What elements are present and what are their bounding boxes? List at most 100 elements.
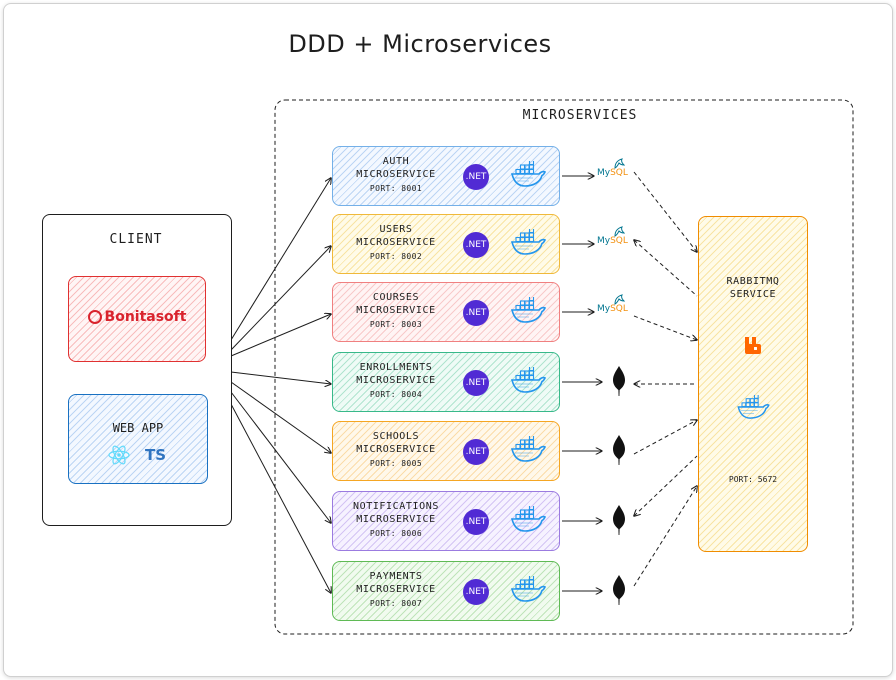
mysql-dolphin-icon xyxy=(614,158,625,169)
service-port: PORT: 8002 xyxy=(369,252,423,261)
rabbit-arrow xyxy=(633,486,697,587)
mongodb-icon xyxy=(613,575,625,605)
typescript-icon: TS xyxy=(145,446,167,464)
rabbitmq-service-box: RABBITMQ SERVICE PORT: 5672 xyxy=(698,216,808,552)
dotnet-icon: .NET xyxy=(463,300,489,326)
client-arrow xyxy=(230,381,331,453)
client-arrow xyxy=(230,178,331,341)
docker-icon xyxy=(510,504,547,536)
service-box-schools: SCHOOLS MICROSERVICE PORT: 8005 .NET xyxy=(332,421,560,481)
db-arrows xyxy=(562,176,602,591)
mysql-text-sql: SQL xyxy=(610,236,628,246)
dotnet-icon: .NET xyxy=(463,579,489,605)
rabbitmq-label-line1: RABBITMQ xyxy=(726,276,780,287)
page-title: DDD + Microservices xyxy=(288,30,552,58)
service-name: NOTIFICATIONS MICROSERVICE PORT: 8006 xyxy=(337,500,455,540)
dotnet-icon: .NET xyxy=(463,509,489,535)
service-name-line2: MICROSERVICE xyxy=(356,514,436,525)
rabbit-arrow xyxy=(633,171,697,252)
service-name: USERS MICROSERVICE PORT: 8002 xyxy=(337,223,455,263)
rabbitmq-docker-icon xyxy=(737,394,771,423)
rabbit-arrow xyxy=(634,240,698,297)
mysql-icon: MySQL xyxy=(597,226,628,246)
bonitasoft-box: Bonitasoft xyxy=(68,276,206,362)
mysql-text-sql: SQL xyxy=(610,304,628,314)
service-name-line2: MICROSERVICE xyxy=(356,584,436,595)
service-name-line1: USERS xyxy=(379,224,413,235)
microservices-boundary xyxy=(274,99,854,635)
docker-icon xyxy=(510,365,547,397)
rabbitmq-port: PORT: 5672 xyxy=(728,475,778,484)
service-port: PORT: 8005 xyxy=(369,459,423,468)
rabbitmq-label-line2: SERVICE xyxy=(729,289,777,300)
service-name: SCHOOLS MICROSERVICE PORT: 8005 xyxy=(337,430,455,470)
mongodb-icon xyxy=(613,435,625,465)
rabbit-arrow xyxy=(634,455,698,516)
bonitasoft-logo: Bonitasoft xyxy=(69,309,205,325)
service-box-enrollments: ENROLLMENTS MICROSERVICE PORT: 8004 .NET xyxy=(332,352,560,412)
docker-icon xyxy=(510,227,547,259)
bonitasoft-icon xyxy=(87,310,102,324)
dotnet-icon: .NET xyxy=(463,439,489,465)
service-name-line2: MICROSERVICE xyxy=(356,375,436,386)
service-name-line1: ENROLLMENTS xyxy=(359,362,433,373)
mysql-icon: MySQL xyxy=(597,158,628,178)
dotnet-icon: .NET xyxy=(463,232,489,258)
service-port: PORT: 8001 xyxy=(369,184,423,193)
mysql-text-my: My xyxy=(597,304,611,314)
service-name: ENROLLMENTS MICROSERVICE PORT: 8004 xyxy=(337,361,455,401)
service-box-notifications: NOTIFICATIONS MICROSERVICE PORT: 8006 .NET xyxy=(332,491,560,551)
docker-icon xyxy=(510,434,547,466)
mongodb-icon xyxy=(613,366,625,396)
rabbitmq-label: RABBITMQ SERVICE xyxy=(699,275,807,301)
rabbitmq-icon xyxy=(745,337,761,354)
mysql-text-my: My xyxy=(597,236,611,246)
rabbit-arrow xyxy=(633,420,697,455)
webapp-label: WEB APP xyxy=(112,421,164,435)
service-box-auth: AUTH MICROSERVICE PORT: 8001 .NET xyxy=(332,146,560,206)
service-name-line1: PAYMENTS xyxy=(369,571,423,582)
service-name-line1: SCHOOLS xyxy=(372,431,420,442)
service-name-line2: MICROSERVICE xyxy=(356,237,436,248)
mysql-dolphin-icon xyxy=(614,294,625,305)
dotnet-icon: .NET xyxy=(463,164,489,190)
bonitasoft-text: Bonitasoft xyxy=(104,309,187,325)
service-port: PORT: 8006 xyxy=(369,529,423,538)
rabbit-arrows xyxy=(633,171,698,587)
service-name-line2: MICROSERVICE xyxy=(356,169,436,180)
service-name-line1: NOTIFICATIONS xyxy=(352,501,440,512)
service-box-courses: COURSES MICROSERVICE PORT: 8003 .NET xyxy=(332,282,560,342)
client-arrow xyxy=(230,403,331,593)
webapp-box: WEB APP TS xyxy=(68,394,208,484)
docker-icon xyxy=(510,295,547,327)
client-label: CLIENT xyxy=(109,232,163,247)
rabbit-arrow xyxy=(633,315,697,340)
service-name: AUTH MICROSERVICE PORT: 8001 xyxy=(337,155,455,195)
docker-icon xyxy=(510,574,547,606)
client-arrows xyxy=(230,178,331,593)
service-name-line2: MICROSERVICE xyxy=(356,305,436,316)
service-name-line1: COURSES xyxy=(372,292,420,303)
client-arrow xyxy=(230,314,331,357)
mysql-dolphin-icon xyxy=(614,226,625,237)
service-name: COURSES MICROSERVICE PORT: 8003 xyxy=(337,291,455,331)
service-port: PORT: 8003 xyxy=(369,320,423,329)
mysql-icon: MySQL xyxy=(597,294,628,314)
service-box-users: USERS MICROSERVICE PORT: 8002 .NET xyxy=(332,214,560,274)
service-name-line2: MICROSERVICE xyxy=(356,444,436,455)
docker-icon xyxy=(510,159,547,191)
mongodb-icon xyxy=(613,505,625,535)
service-port: PORT: 8004 xyxy=(369,390,423,399)
client-arrow xyxy=(230,371,331,384)
service-name-line1: AUTH xyxy=(382,156,410,167)
client-arrow xyxy=(230,246,331,351)
mysql-text-my: My xyxy=(597,168,611,178)
mysql-text-sql: SQL xyxy=(610,168,628,178)
dotnet-icon: .NET xyxy=(463,370,489,396)
react-icon xyxy=(108,445,130,465)
client-arrow xyxy=(230,391,331,523)
